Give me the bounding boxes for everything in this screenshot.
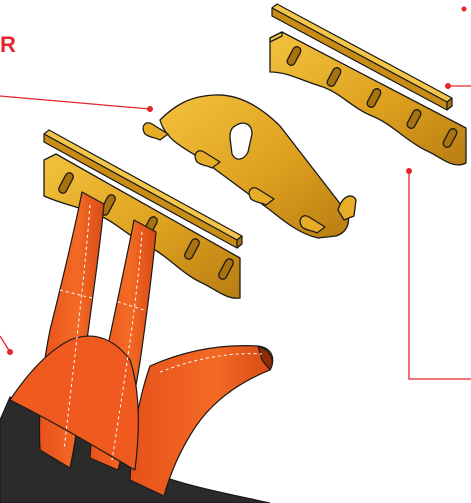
callout-dot-rail-top	[445, 83, 451, 89]
callout-dot-rack	[147, 106, 153, 112]
callout-dot-top-right	[462, 7, 467, 12]
callout-dot-strap	[7, 349, 13, 355]
callout-line-bracket-right	[409, 171, 471, 379]
callout-dot-bracket-right	[406, 168, 412, 174]
wooden-rack-icon	[143, 95, 356, 238]
callout-line-rack	[0, 96, 150, 109]
